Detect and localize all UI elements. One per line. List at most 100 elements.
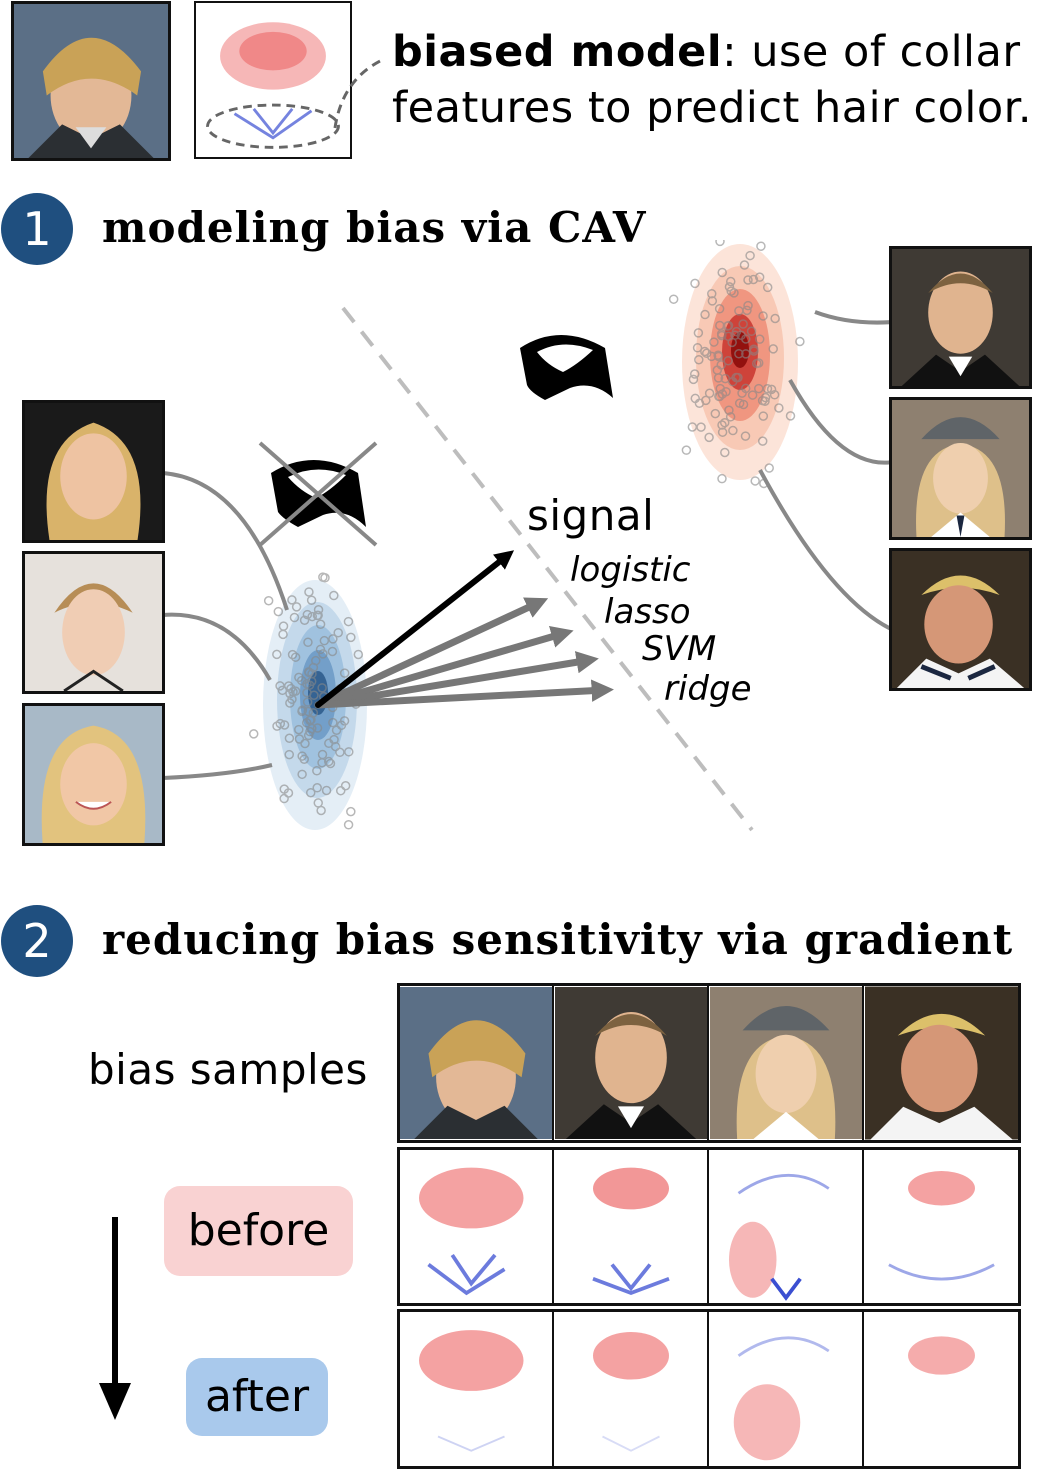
sample-point [324,756,334,767]
sample-point [330,741,341,752]
method-svm: SVM [642,629,717,669]
sample-point [692,343,703,353]
sample-point [704,432,714,443]
sample-point [339,716,350,726]
sample-point [750,476,760,486]
sample-point [741,349,751,359]
sample-point [263,596,274,606]
callout-dashed-line [333,58,383,129]
sample-point [743,300,753,311]
sample-point [303,637,313,648]
clean-sample-photo-3 [22,703,165,846]
sample-point [749,344,759,354]
sample-point [760,396,770,406]
bias-sample-photo-2 [889,397,1032,540]
sample-point [317,683,327,693]
sample-point [745,250,755,261]
sample-point [325,758,336,769]
sample-point [696,422,706,432]
bias-sample-photo-3 [889,548,1032,691]
signal-arrow [315,550,515,708]
sample-point [346,806,356,817]
sample-point [762,282,773,293]
biased-heatmap [194,1,352,159]
bias-samples-row [397,983,1021,1143]
sample-point [754,334,765,344]
method-ridge: ridge [664,669,752,709]
sample-point [353,649,364,660]
method-lasso: lasso [604,592,691,632]
sample-point [287,649,298,660]
caption-line2: features to predict hair color. [392,83,1033,133]
sample-point [690,278,700,289]
sample-point [287,595,297,605]
sample-point [294,734,305,744]
sample-point [726,276,736,287]
sample-point [320,573,330,583]
sample-point [311,655,321,666]
sample-point [717,330,727,341]
row-photo-2 [555,986,709,1140]
sample-point [284,749,294,760]
positive-cluster [682,244,798,480]
sample-point [303,667,314,677]
sample-point [313,605,324,615]
clean-sample-photo-2 [22,551,165,694]
left-connectors [162,471,289,780]
sample-point [766,384,777,395]
sample-point [278,629,288,640]
crossed-collar-icon [258,441,378,547]
sample-point [770,313,780,324]
after-heatmap-2 [555,1312,709,1466]
sample-point [689,369,700,379]
sample-point [764,463,774,473]
cav-diagram [162,240,894,832]
sample-point [707,289,717,299]
sample-point [701,348,712,359]
sample-point [706,351,717,362]
sample-point [327,646,338,657]
sample-point [723,356,733,366]
bias-samples-label: bias samples [88,1045,368,1094]
sample-point [728,425,738,436]
sample-point [734,349,744,359]
sample-point [754,272,765,282]
sample-point [707,296,718,306]
bias-sample-photo-1 [889,246,1032,389]
after-heatmap-1 [400,1312,554,1466]
sample-point [313,610,323,621]
sample-point [762,383,773,394]
sample-point [304,680,315,690]
sample-point [704,388,715,399]
sample-point [335,785,346,796]
sample-point [668,294,679,304]
sample-point [307,611,317,622]
sample-point [300,738,310,749]
clean-sample-photo-1 [22,400,165,543]
before-pill: before [164,1186,353,1276]
after-heatmap-4 [865,1312,1018,1466]
sample-point [740,431,751,441]
sample-point [305,787,316,798]
sample-point [734,306,744,316]
sample-point [690,393,701,404]
after-pill: after [186,1358,328,1436]
sample-point [688,374,699,385]
sample-point [743,275,753,285]
sample-point [739,260,750,270]
sample-point [713,350,723,360]
sample-points [248,240,805,830]
sample-point [747,390,758,400]
header-caption: biased model: use of collar features to … [392,24,1032,136]
sample-point [312,783,322,793]
sample-point [752,358,762,369]
sample-point [693,328,704,338]
row-photo-3 [710,986,864,1140]
sample-point [720,373,730,384]
sample-point [760,392,771,403]
sample-point [346,632,356,643]
sample-point [275,681,285,691]
sample-point [306,595,317,605]
sample-point [318,649,328,659]
before-heatmap-4 [865,1150,1018,1303]
